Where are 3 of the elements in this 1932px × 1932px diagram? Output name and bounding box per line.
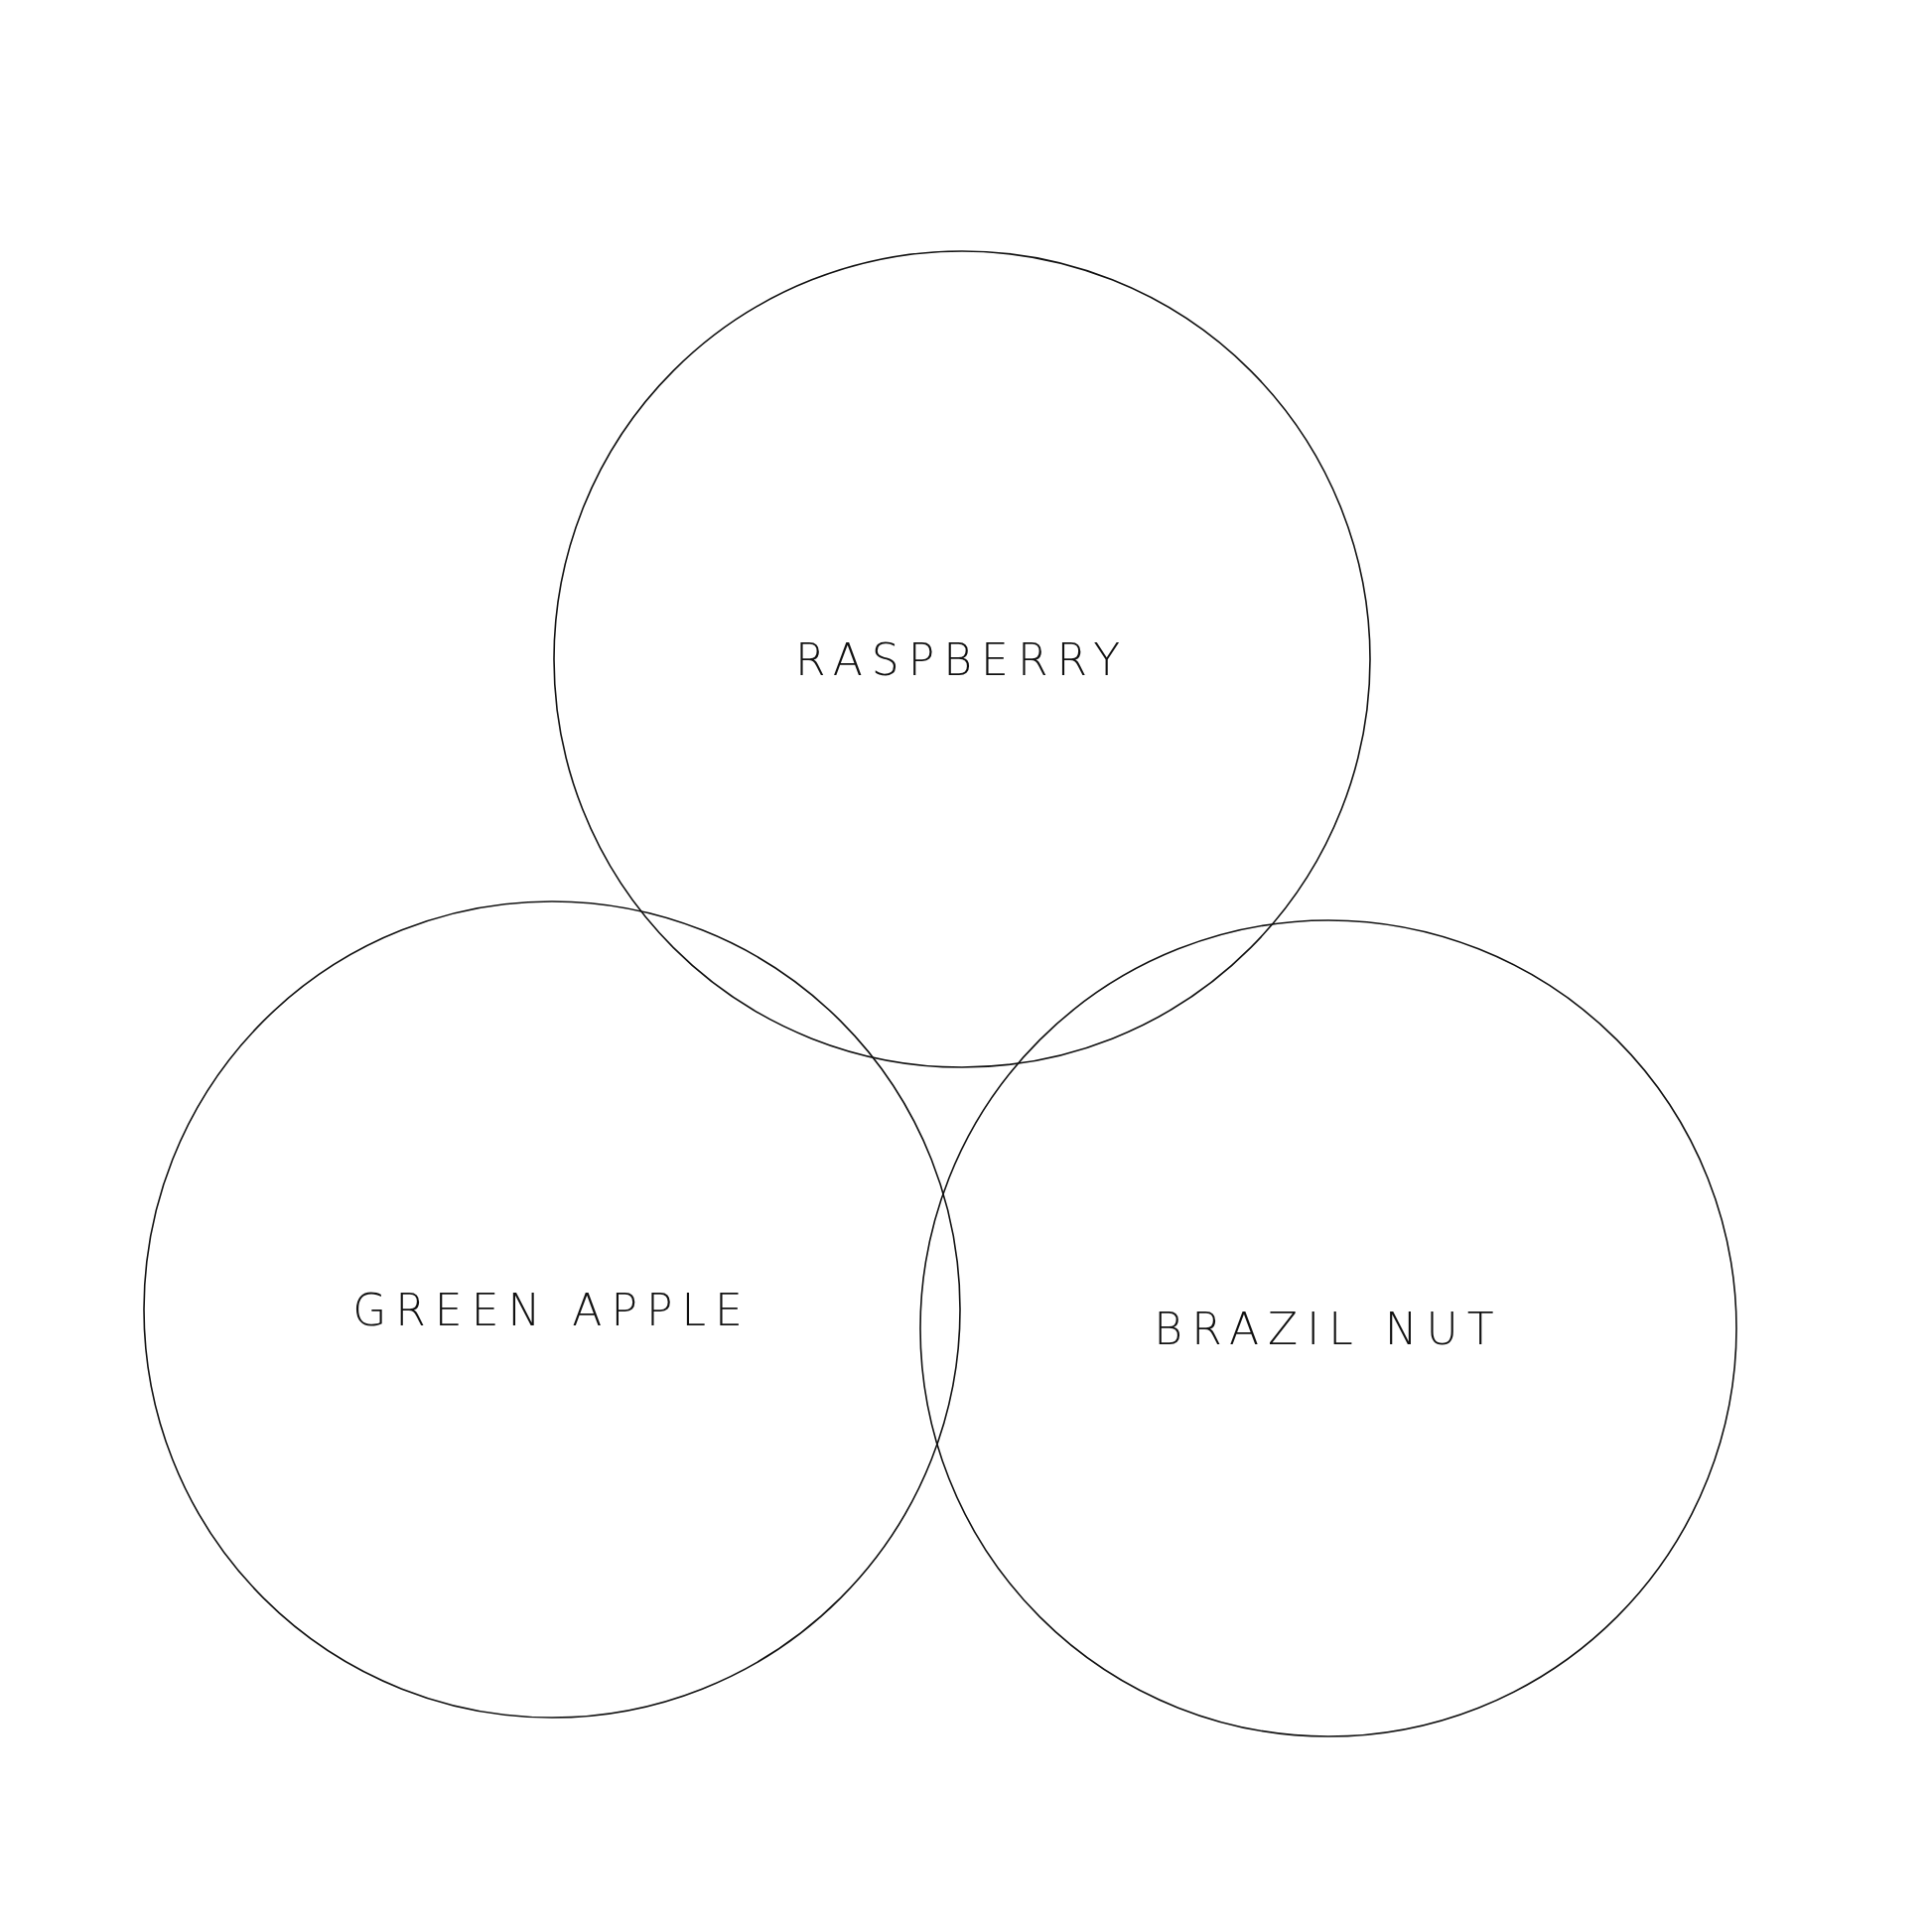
circle-label: RASPBERRY xyxy=(794,633,1130,685)
circle-label: GREEN APPLE xyxy=(352,1284,752,1335)
circle-label: BRAZIL NUT xyxy=(1154,1303,1503,1354)
